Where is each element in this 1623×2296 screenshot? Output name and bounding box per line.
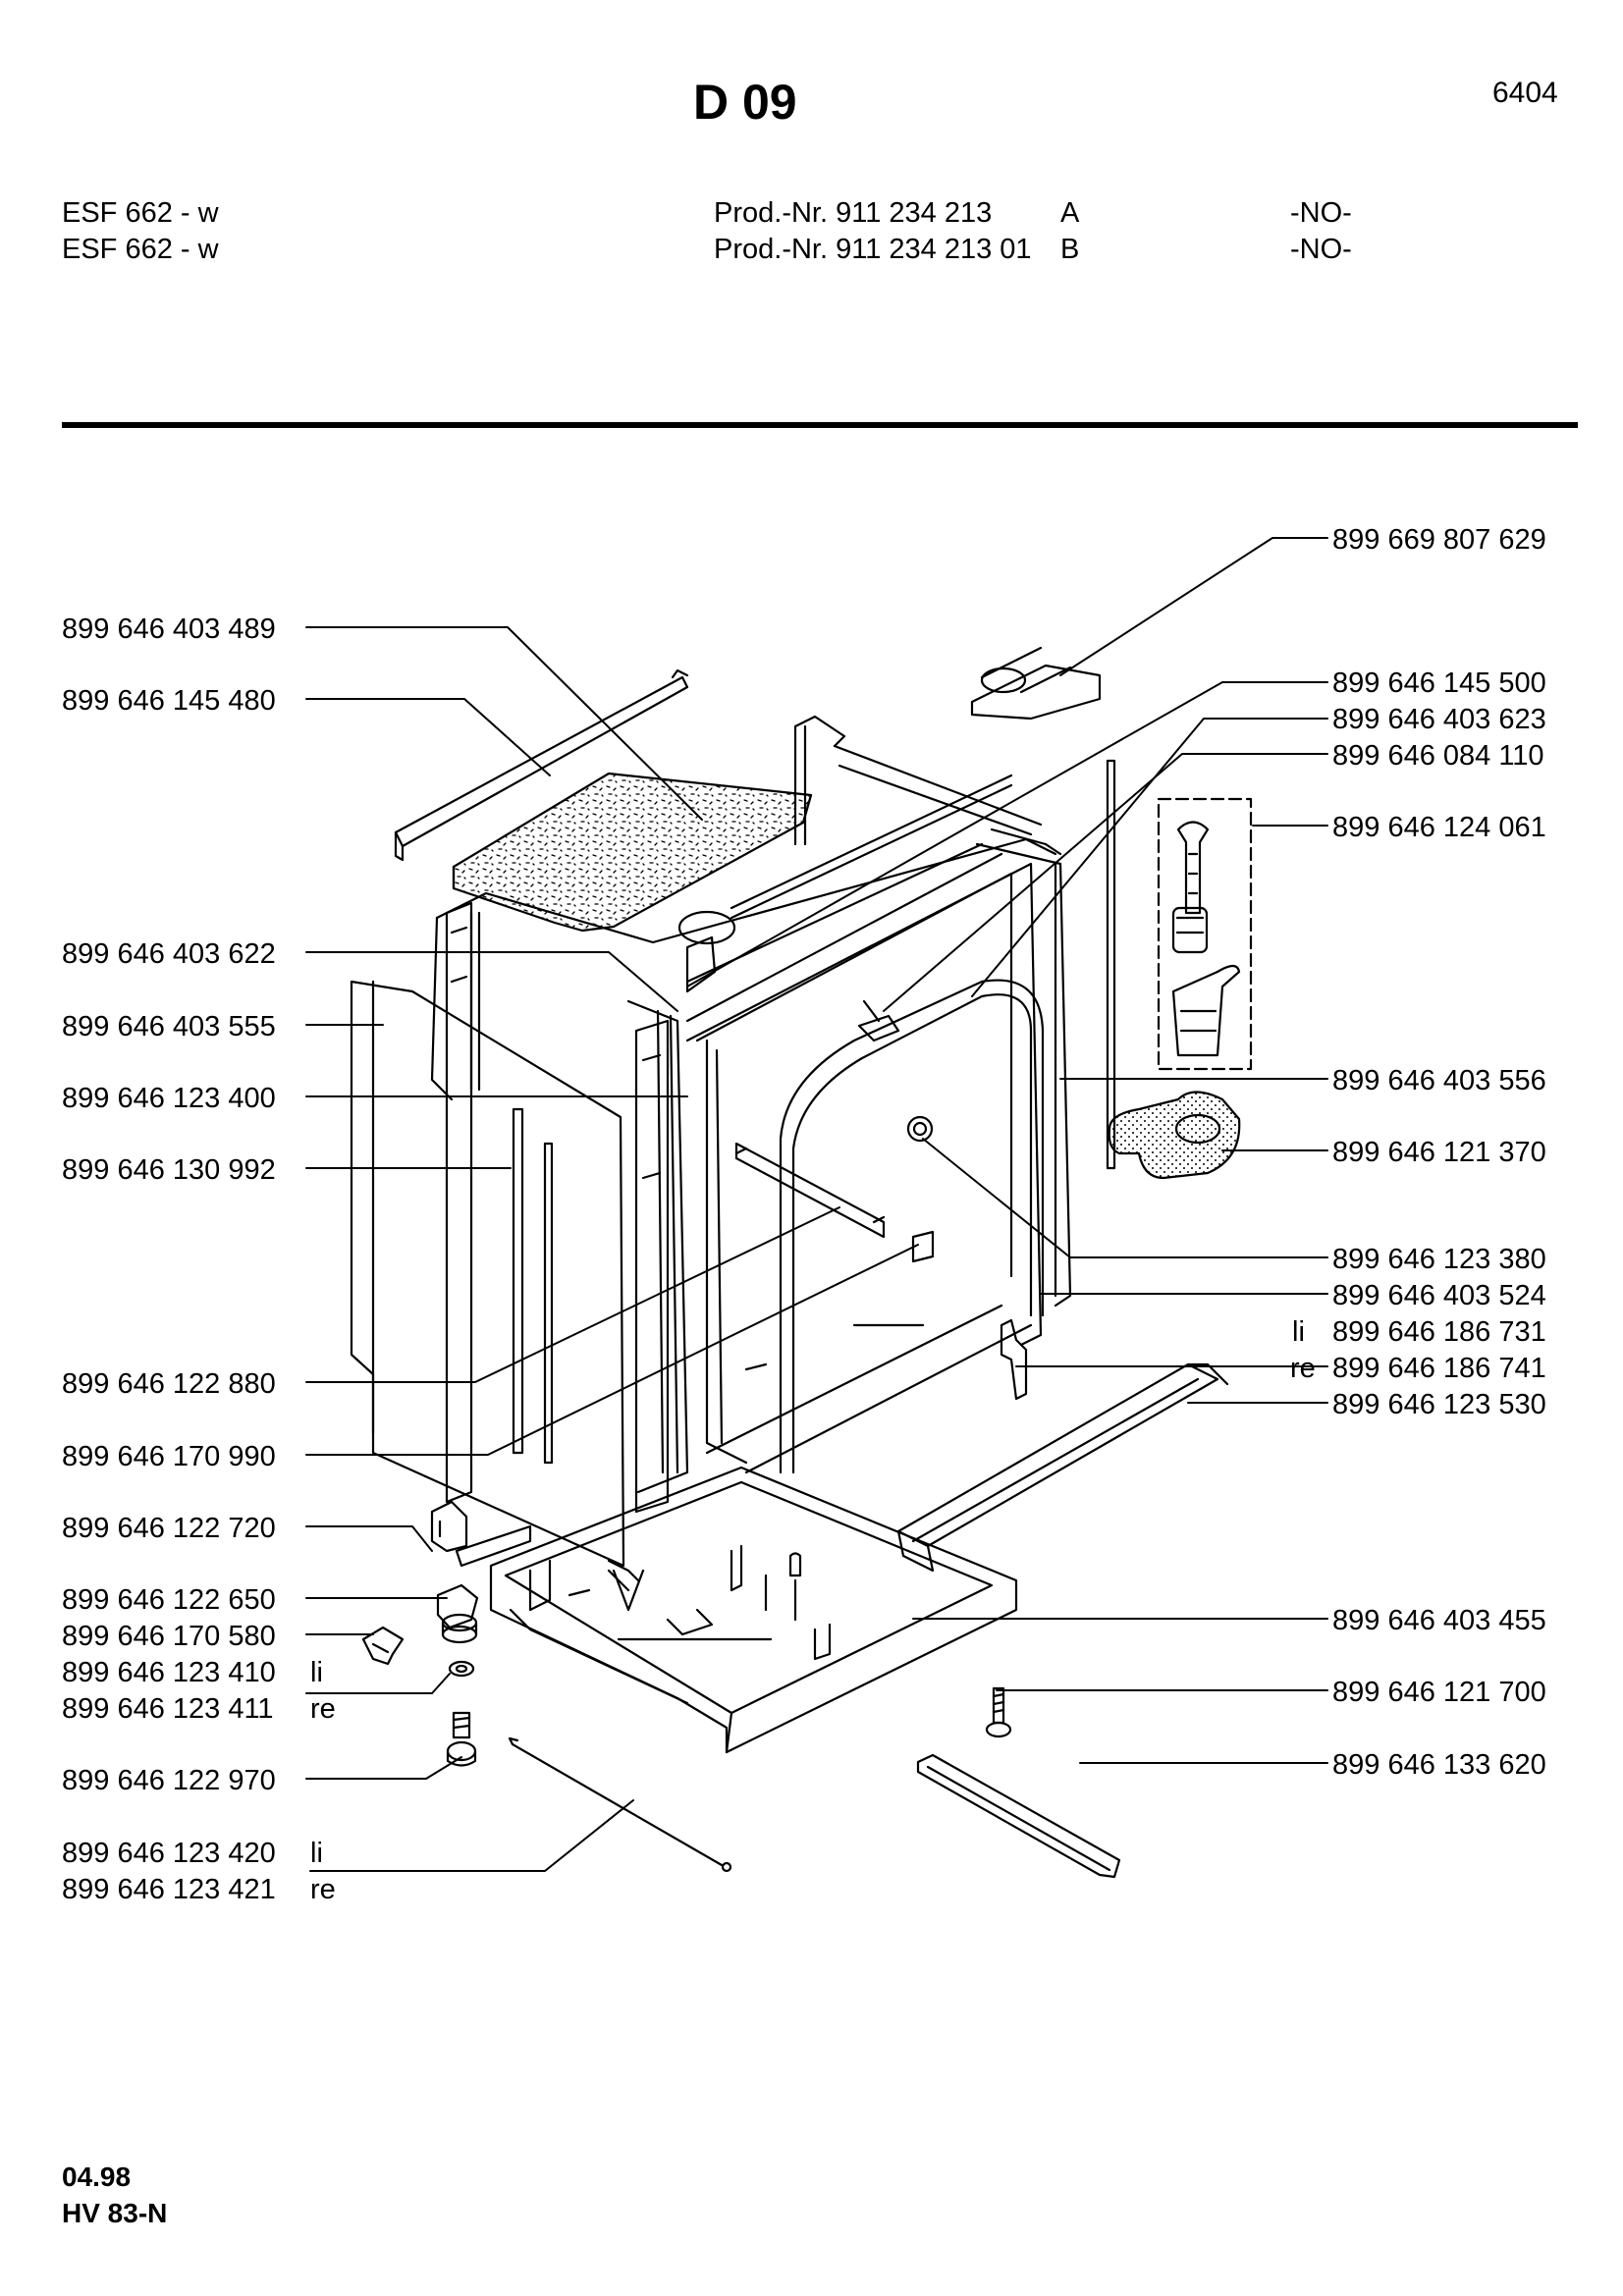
part-label: 899 646 123 420	[62, 1838, 276, 1869]
variant-code: A	[1060, 197, 1080, 229]
wire-rod	[508, 1736, 732, 1873]
side-panel-left	[350, 980, 625, 1568]
hinge-part	[1000, 1318, 1028, 1401]
leader-lines-left	[305, 626, 919, 1872]
part-label: 899 646 133 620	[1332, 1749, 1546, 1781]
part-label: 899 646 124 061	[1332, 812, 1546, 843]
base-frame	[489, 1466, 1018, 1754]
part-label: 899 646 123 530	[1332, 1389, 1546, 1420]
part-label: 899 646 123 421	[62, 1874, 276, 1905]
part-label: 899 646 121 370	[1332, 1137, 1546, 1168]
part-label: 899 646 145 500	[1332, 667, 1546, 699]
hinge-strip	[970, 646, 1102, 721]
model-name: ESF 662 - w	[62, 234, 219, 265]
tub-body	[430, 837, 1057, 1494]
prod-number: Prod.-Nr. 911 234 213 01	[714, 234, 1032, 265]
part-label: 899 646 403 555	[62, 1011, 276, 1042]
part-label: 899 646 403 455	[1332, 1605, 1546, 1636]
part-label: 899 646 403 623	[1332, 704, 1546, 735]
screw-right	[985, 1686, 1012, 1738]
part-label: 899 646 186 731	[1332, 1316, 1546, 1348]
door-gasket	[779, 979, 1045, 1474]
part-label: 899 646 130 992	[62, 1154, 276, 1186]
back-frame	[685, 715, 1072, 1308]
part-label: 899 646 170 990	[62, 1441, 276, 1472]
side-suffix: re	[310, 1874, 336, 1905]
part-label: 899 646 123 400	[62, 1083, 276, 1114]
part-label: 899 646 403 524	[1332, 1280, 1546, 1311]
part-label: 899 646 122 880	[62, 1368, 276, 1400]
screw-left	[446, 1711, 477, 1767]
footer-date: 04.98	[62, 2162, 132, 2192]
part-label: 899 646 084 110	[1332, 740, 1544, 772]
part-label: 899 646 121 700	[1332, 1677, 1546, 1708]
page-number: 6404	[1492, 77, 1558, 109]
part-label: 899 646 186 741	[1332, 1353, 1546, 1384]
part-label: 899 646 122 650	[62, 1584, 276, 1616]
side-prefix: li	[1292, 1316, 1305, 1348]
prod-number: Prod.-Nr. 911 234 213	[714, 197, 993, 229]
clip-part	[361, 1626, 405, 1666]
filter-set	[1157, 797, 1253, 1071]
model-name: ESF 662 - w	[62, 197, 219, 229]
side-strip-right	[1106, 759, 1116, 1170]
base-rail-right	[896, 1362, 1229, 1573]
part-label: 899 646 122 970	[62, 1765, 276, 1796]
side-rail-assemblies	[445, 901, 670, 1514]
part-label: 899 646 123 410	[62, 1657, 276, 1688]
part-label: 899 646 123 411	[62, 1693, 274, 1725]
country-code: -NO-	[1290, 234, 1352, 265]
page-title: D 09	[693, 75, 797, 130]
adjustable-foot	[436, 1583, 479, 1644]
part-label: 899 646 123 380	[1332, 1244, 1546, 1275]
cross-braces	[734, 1142, 935, 1371]
part-label: 899 646 170 580	[62, 1621, 276, 1652]
insulation-mat-top	[452, 772, 813, 933]
side-prefix: re	[1290, 1353, 1316, 1384]
part-label: 899 646 403 489	[62, 614, 276, 645]
variant-code: B	[1060, 234, 1080, 265]
left-bracket	[430, 1500, 532, 1568]
header-divider	[62, 422, 1578, 428]
side-suffix: re	[310, 1693, 336, 1725]
part-label: 899 669 807 629	[1332, 524, 1546, 556]
part-label: 899 646 122 720	[62, 1513, 276, 1544]
part-label: 899 646 403 622	[62, 938, 276, 970]
base-strip	[916, 1753, 1121, 1879]
part-label: 899 646 145 480	[62, 685, 276, 717]
filter-plate	[1108, 1091, 1241, 1180]
washer	[448, 1660, 475, 1678]
side-suffix: li	[310, 1657, 323, 1688]
part-label: 899 646 403 556	[1332, 1065, 1546, 1096]
leader-lines-right	[686, 537, 1328, 1764]
top-rail-left	[394, 668, 689, 862]
country-code: -NO-	[1290, 197, 1352, 229]
side-suffix: li	[310, 1838, 323, 1869]
footer-code: HV 83-N	[62, 2198, 168, 2228]
